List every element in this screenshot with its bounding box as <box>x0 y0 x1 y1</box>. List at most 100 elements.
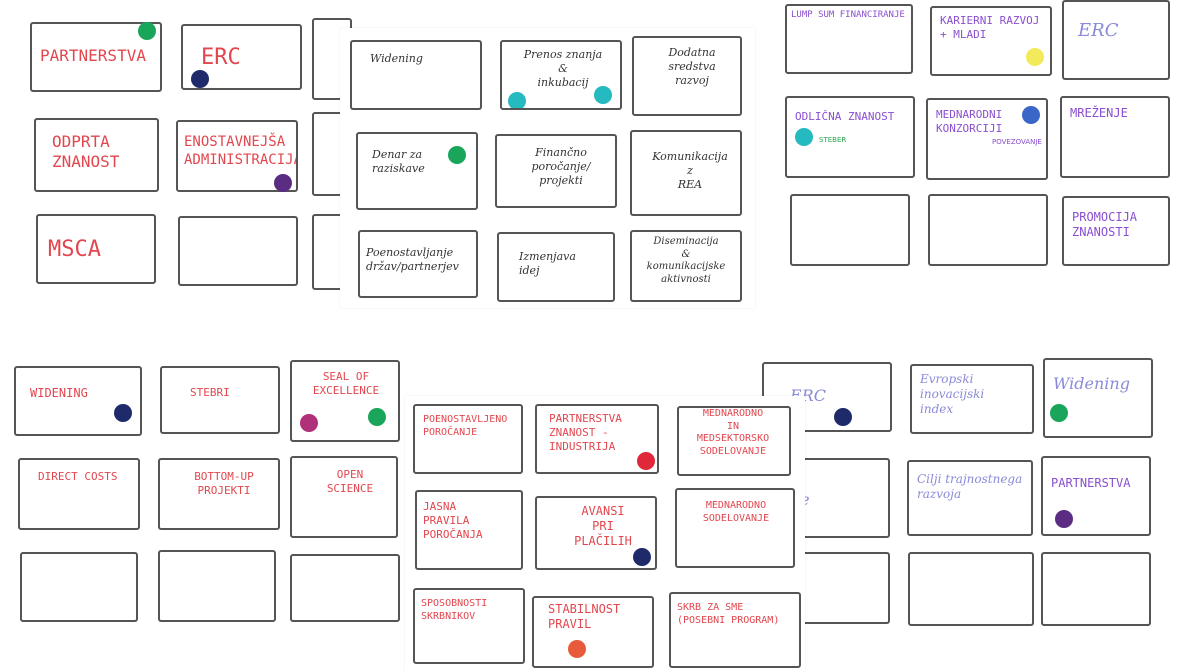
card-prenos-znanja: Prenos znanja & inkubacij <box>500 40 622 110</box>
card-text: DIRECT COSTS <box>38 470 118 483</box>
card-open-science: OPEN SCIENCE <box>290 456 398 538</box>
card-text: WIDENING <box>30 386 88 400</box>
card-text: STEBRI <box>190 386 230 399</box>
card-stabilnost-pravil: STABILNOST PRAVIL <box>532 596 654 668</box>
card-cilji-trajnostnega-razvoja: Cilji trajnostnega razvoja <box>907 460 1033 536</box>
card-text: MSCA <box>48 237 101 262</box>
card-mednarodni-konzorciji: MEDNARODNI KONZORCIJI POVEZOVANJE <box>926 98 1048 180</box>
dot-navy <box>834 408 852 426</box>
board-4: WIDENING STEBRI SEAL OF EXCELLENCE DIREC… <box>0 346 405 672</box>
card-tag: STEBER <box>819 136 847 144</box>
card-erc: ERC <box>1062 0 1170 80</box>
card-partnerstva-znanost-industrija: PARTNERSTVA ZNANOST - INDUSTRIJA <box>535 404 659 474</box>
card-text: POENOSTAVLJENO POROČANJE <box>423 414 508 438</box>
card-text: BOTTOM-UP PROJEKTI <box>194 470 254 497</box>
card-odlicna-znanost: ODLIČNA ZNANOST STEBER <box>785 96 915 178</box>
card-seal-of-excellence: SEAL OF EXCELLENCE <box>290 360 400 442</box>
card-empty <box>928 194 1048 266</box>
dot-green <box>138 22 156 40</box>
card-text: ERC <box>1078 20 1119 41</box>
card-text: MREŽENJE <box>1070 106 1128 120</box>
card-text: Denar za raziskave <box>372 148 425 175</box>
card-text: OPEN SCIENCE <box>326 468 374 495</box>
card-widening: Widening <box>1043 358 1153 438</box>
dot-green <box>1050 404 1068 422</box>
dot-teal <box>795 128 813 146</box>
card-empty <box>158 550 276 622</box>
card-text: Cilji trajnostnega razvoja <box>917 472 1023 501</box>
card-erc: ERC <box>181 24 302 90</box>
card-text: SKRB ZA SME (POSEBNI PROGRAM) <box>677 602 780 626</box>
card-empty <box>178 216 298 286</box>
card-direct-costs: DIRECT COSTS <box>18 458 140 530</box>
card-text: STABILNOST PRAVIL <box>548 602 621 631</box>
card-text: MEDNARODNO IN MEDSEKTORSKO SODELOVANJE <box>696 408 770 457</box>
card-text: ERC <box>201 45 241 70</box>
card-text: Diseminacija & komunikacijske aktivnosti <box>646 236 726 285</box>
dot-purple <box>1055 510 1073 528</box>
card-empty <box>1041 552 1151 626</box>
card-skrb-za-sme: SKRB ZA SME (POSEBNI PROGRAM) <box>669 592 801 668</box>
card-karierni-razvoj: KARIERNI RAZVOJ + MLADI <box>930 6 1052 76</box>
card-partnerstva: PARTNERSTVA <box>1041 456 1151 536</box>
card-mednarodno-sodelovanje: MEDNARODNO SODELOVANJE <box>675 488 795 568</box>
card-text: Evropski inovacijski index <box>920 372 985 416</box>
card-msca: MSCA <box>36 214 156 284</box>
card-widening: Widening <box>350 40 482 110</box>
dot-purple <box>274 174 292 192</box>
card-text: Komunikacija z REA <box>652 150 728 191</box>
dot-blue <box>1022 106 1040 124</box>
dot-teal <box>508 92 526 108</box>
card-text: Poenostavljanje držav/partnerjev <box>366 246 459 273</box>
dot-navy <box>633 548 651 566</box>
card-text: PARTNERSTVA ZNANOST - INDUSTRIJA <box>549 412 622 453</box>
card-text: LUMP SUM FINANCIRANJE <box>791 10 905 20</box>
card-poenostavljeno-porocanje: POENOSTAVLJENO POROČANJE <box>413 404 523 474</box>
card-text: AVANSI PRI PLAČILIH <box>574 504 632 548</box>
dot-navy <box>114 404 132 422</box>
card-komunikacija-z-rea: Komunikacija z REA <box>630 130 742 216</box>
card-text: ODLIČNA ZNANOST <box>795 110 895 123</box>
card-izmenjava-idej: Izmenjava idej <box>497 232 615 302</box>
card-sposobnosti-skrbnikov: SPOSOBNOSTI SKRBNIKOV <box>413 588 525 664</box>
board-6: ERC Evropski inovacijski index Widening … <box>760 352 1185 672</box>
card-stebri: STEBRI <box>160 366 280 434</box>
card-promocija-znanosti: PROMOCIJA ZNANOSTI <box>1062 196 1170 266</box>
dot-yellow <box>1026 48 1044 66</box>
board-5: POENOSTAVLJENO POROČANJE PARTNERSTVA ZNA… <box>405 396 805 672</box>
card-empty <box>908 552 1034 626</box>
card-mednarodno-medsektorsko: MEDNARODNO IN MEDSEKTORSKO SODELOVANJE <box>677 406 791 476</box>
card-lump-sum: LUMP SUM FINANCIRANJE <box>785 4 913 74</box>
card-text: MEDNARODNO SODELOVANJE <box>702 500 770 524</box>
card-text: Finančno poročanje/ projekti <box>531 146 591 187</box>
board-2: Widening Prenos znanja & inkubacij Dodat… <box>340 28 755 308</box>
dot-red <box>637 452 655 470</box>
board-3: LUMP SUM FINANCIRANJE KARIERNI RAZVOJ + … <box>770 0 1185 280</box>
card-mrezenje: MREŽENJE <box>1060 96 1170 178</box>
dot-green <box>448 146 466 164</box>
card-text: ENOSTAVNEJŠA ADMINISTRACIJA <box>184 134 298 168</box>
card-empty <box>20 552 138 622</box>
card-bottom-up-projekti: BOTTOM-UP PROJEKTI <box>158 458 280 530</box>
card-jasna-pravila: JASNA PRAVILA POROČANJA <box>415 490 523 570</box>
card-text: PROMOCIJA ZNANOSTI <box>1072 210 1138 239</box>
card-financno-porocanje: Finančno poročanje/ projekti <box>495 134 617 208</box>
card-dodatna-sredstva: Dodatna sredstva razvoj <box>632 36 742 116</box>
card-text: SEAL OF EXCELLENCE <box>312 370 380 397</box>
card-text: MEDNARODNI KONZORCIJI <box>936 108 1003 135</box>
card-avansi-pri-placilih: AVANSI PRI PLAČILIH <box>535 496 657 570</box>
card-text: Izmenjava idej <box>519 250 576 277</box>
dot-orange <box>568 640 586 658</box>
card-poenostavljanje: Poenostavljanje držav/partnerjev <box>358 230 478 298</box>
card-odprta-znanost: ODPRTA ZNANOST <box>34 118 159 192</box>
card-widening: WIDENING <box>14 366 142 436</box>
card-tag: POVEZOVANJE <box>992 138 1042 146</box>
card-empty <box>790 194 910 266</box>
card-text: Widening <box>1053 374 1130 393</box>
card-text: JASNA PRAVILA POROČANJA <box>423 500 483 541</box>
card-empty <box>290 554 400 622</box>
card-text: PARTNERSTVA <box>1051 476 1131 490</box>
dot-magenta <box>300 414 318 432</box>
card-text: KARIERNI RAZVOJ + MLADI <box>940 14 1040 41</box>
card-text: Dodatna sredstva razvoj <box>668 46 716 87</box>
